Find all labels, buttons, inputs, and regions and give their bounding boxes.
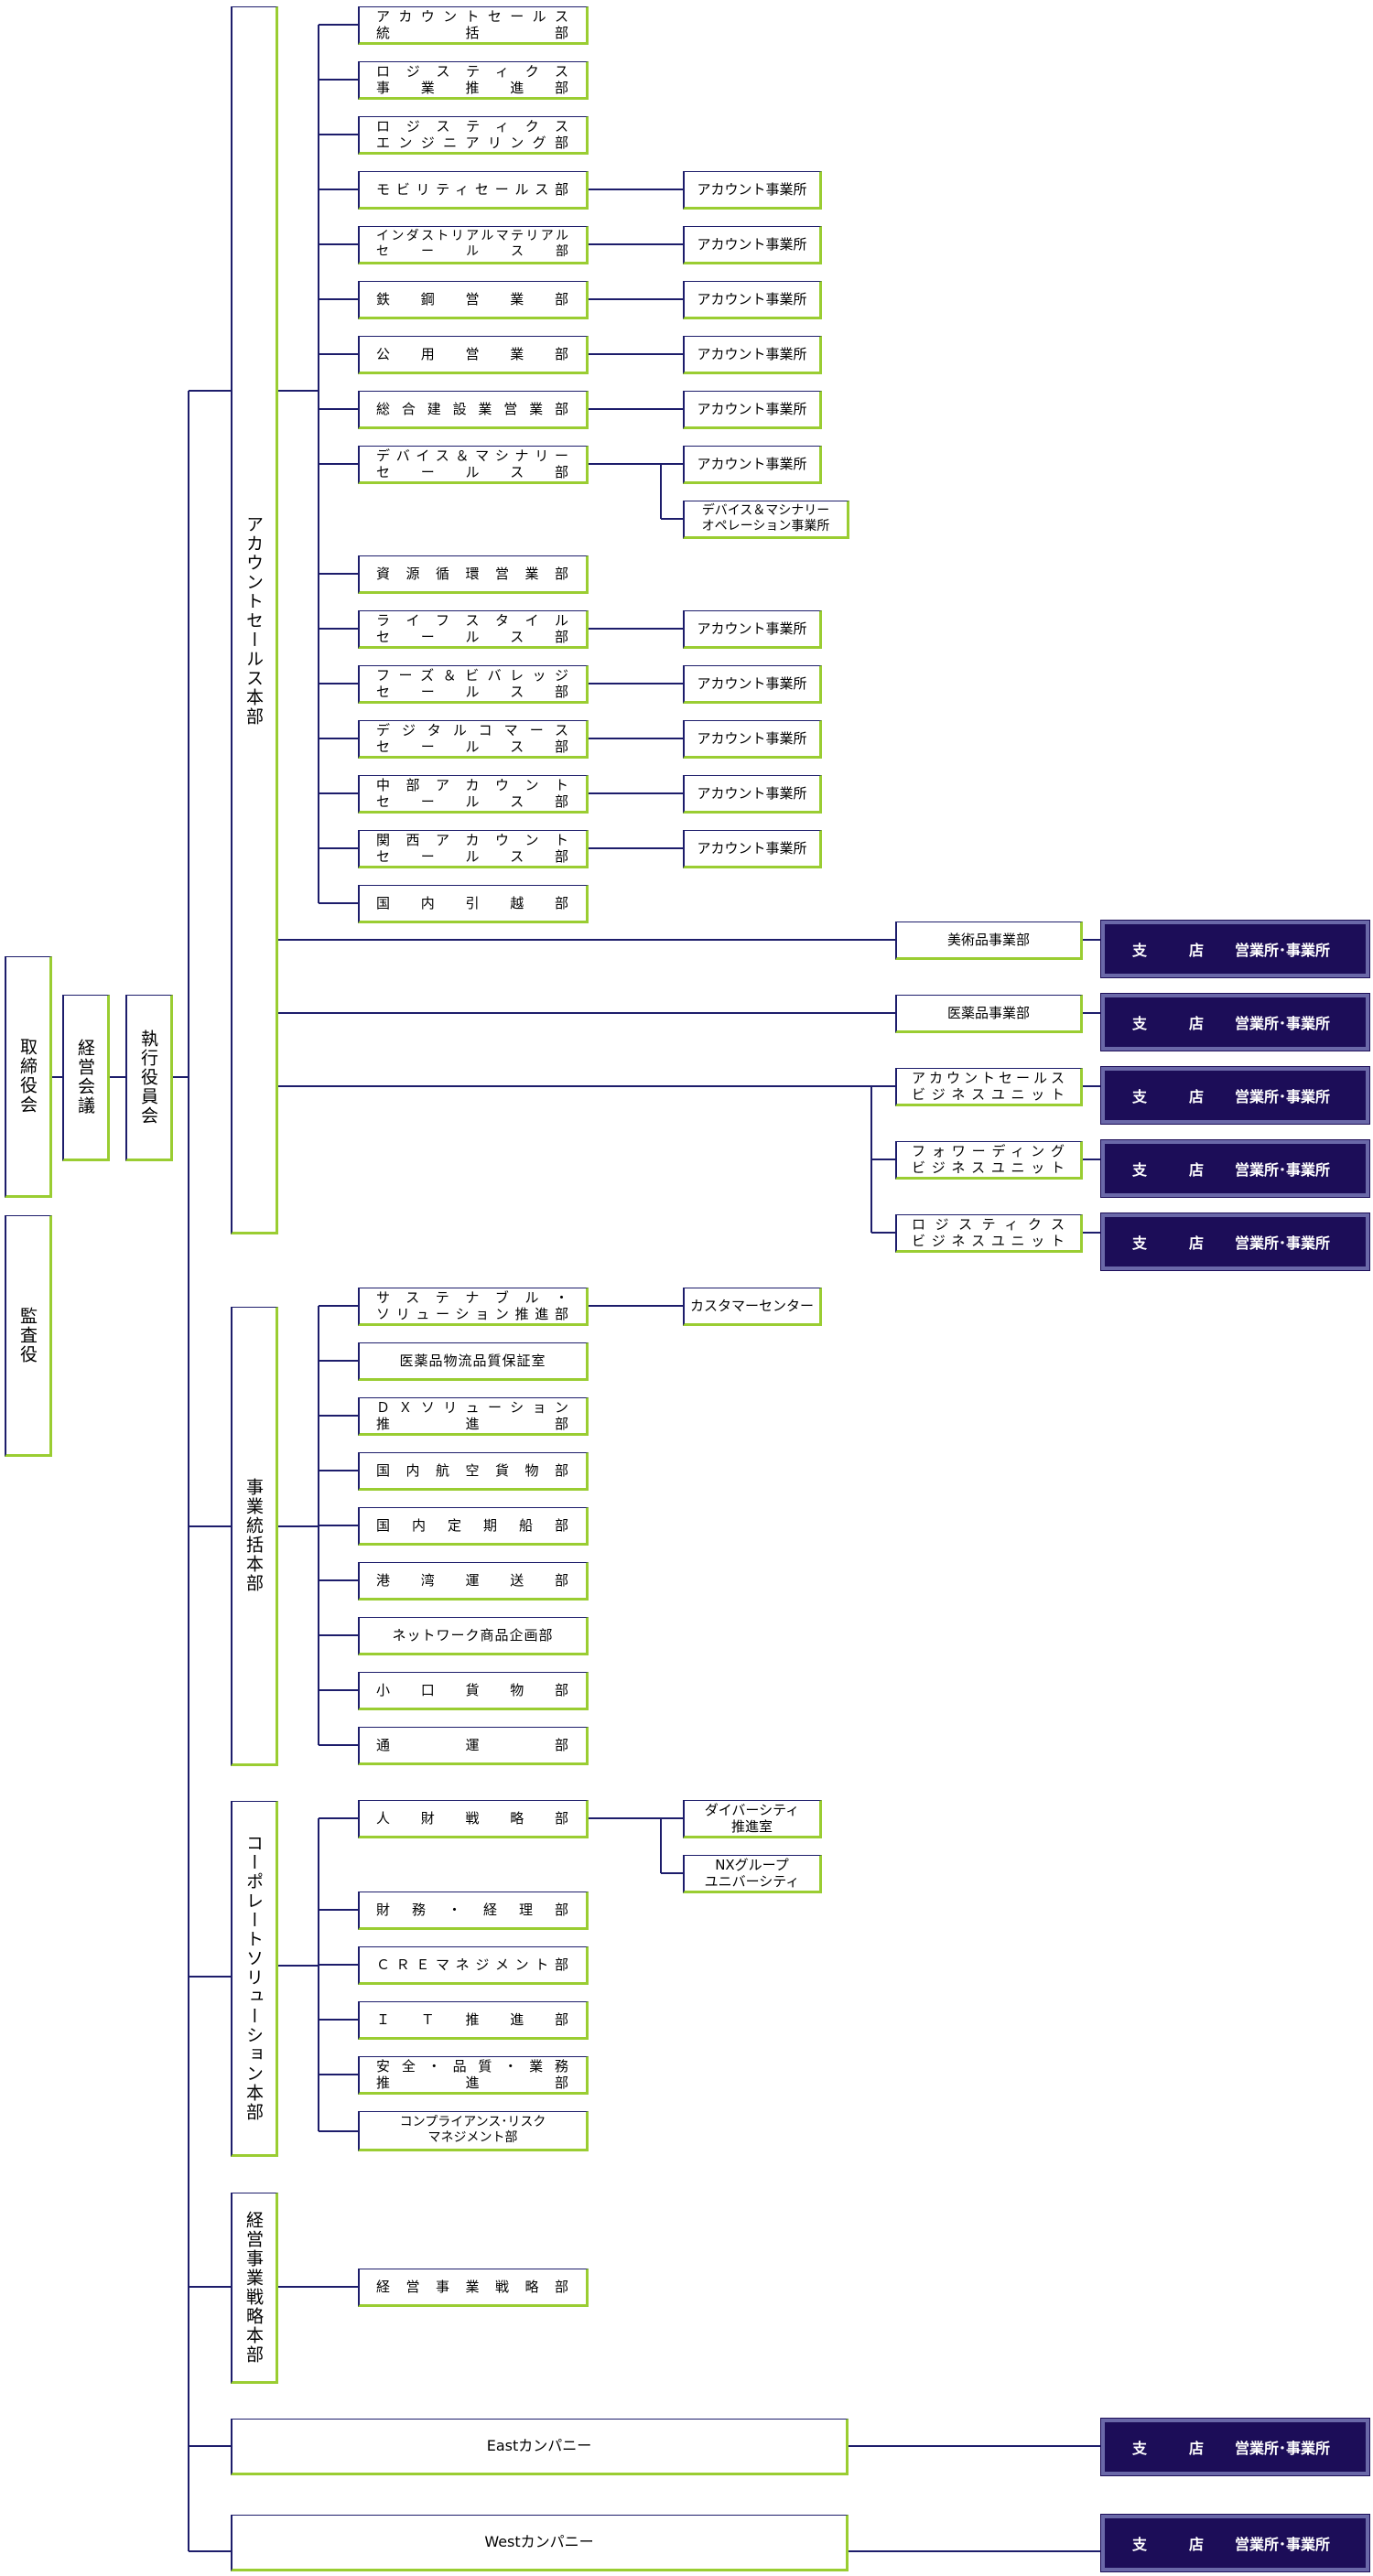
dept-network-product-planning: ネットワーク商品企画部 <box>358 1617 589 1655</box>
west-company-box: Westカンパニー <box>231 2515 849 2571</box>
logistics-business-unit: ロジスティクスビジネスユニット <box>895 1214 1083 1253</box>
account-office-mobility: アカウント事業所 <box>683 171 822 210</box>
dept-small-parcel: 小口貨物部 <box>358 1672 589 1710</box>
dept-compliance-risk: コンプライアンス･リスクマネジメント部 <box>358 2111 589 2151</box>
dept-logistics-promotion: ロジスティクス事業推進部 <box>358 61 589 100</box>
business-control-hq-box: 事業統括本部 <box>231 1307 278 1766</box>
dept-mobility-sales: モビリティセールス部 <box>358 171 589 210</box>
account-office-chubu: アカウント事業所 <box>683 775 822 814</box>
fine-art-division: 美術品事業部 <box>895 922 1083 960</box>
branch-box-forwarding-bu: 支店営業所･事業所 <box>1101 1140 1369 1197</box>
corporate-solution-hq-box: コーポレートソリューション本部 <box>231 1801 278 2157</box>
executive-committee-box: 執行役員会 <box>125 995 173 1161</box>
account-office-public: アカウント事業所 <box>683 336 822 374</box>
account-office-industrial: アカウント事業所 <box>683 226 822 264</box>
account-office-food: アカウント事業所 <box>683 665 822 704</box>
branch-box-west: 支店営業所･事業所 <box>1101 2515 1369 2571</box>
dept-digital-commerce-sales: デジタルコマースセールス部 <box>358 720 589 759</box>
branch-box-account-sales-bu: 支店営業所･事業所 <box>1101 1067 1369 1124</box>
account-sales-business-unit: アカウントセールスビジネスユニット <box>895 1068 1083 1106</box>
pharma-division: 医薬品事業部 <box>895 995 1083 1033</box>
account-office-steel: アカウント事業所 <box>683 281 822 319</box>
dept-human-capital-strategy: 人財戦略部 <box>358 1800 589 1838</box>
dept-safety-quality: 安全・品質・業務推 進 部 <box>358 2056 589 2095</box>
dept-resource-recycling: 資源循環営業部 <box>358 555 589 594</box>
east-company-box: Eastカンパニー <box>231 2419 849 2475</box>
account-office-lifestyle: アカウント事業所 <box>683 610 822 649</box>
dept-pharma-quality: 医薬品物流品質保証室 <box>358 1342 589 1381</box>
dept-domestic-air-cargo: 国内航空貨物部 <box>358 1452 589 1491</box>
dept-sustainable-solution: サステナブル・ソリューション推進部 <box>358 1288 589 1326</box>
dept-port-transport: 港湾運送部 <box>358 1562 589 1601</box>
dept-cre-management: ＣＲＥマネジメント部 <box>358 1946 589 1985</box>
board-box: 取締役会 <box>5 956 52 1198</box>
dept-domestic-moving: 国内引越部 <box>358 885 589 923</box>
dept-account-sales-control: アカウントセールス統 括 部 <box>358 6 589 45</box>
account-office-kansai: アカウント事業所 <box>683 830 822 868</box>
dept-dx-solution: ＤＸソリューション推 進 部 <box>358 1397 589 1436</box>
dept-construction-sales: 総合建設業営業部 <box>358 391 589 429</box>
management-meeting-box: 経営会議 <box>62 995 110 1161</box>
branch-box-fine-art: 支店営業所･事業所 <box>1101 921 1369 977</box>
dept-it-promotion: ＩＴ推進部 <box>358 2001 589 2040</box>
audit-box: 監査役 <box>5 1215 52 1457</box>
forwarding-business-unit: フォワーディングビジネスユニット <box>895 1141 1083 1180</box>
dept-business-strategy: 経営事業戦略部 <box>358 2269 589 2307</box>
dept-public-sales: 公用営業部 <box>358 336 589 374</box>
dept-finance-accounting: 財務・経理部 <box>358 1892 589 1930</box>
dept-logistics-engineering: ロジスティクスエンジニアリング部 <box>358 116 589 155</box>
nx-group-university: NXグループユニバーシティ <box>683 1855 822 1893</box>
branch-box-pharma: 支店営業所･事業所 <box>1101 994 1369 1051</box>
dept-industrial-material-sales: インダストリアルマテリアルセールス部 <box>358 226 589 264</box>
dept-chubu-account-sales: 中部アカウントセールス部 <box>358 775 589 814</box>
dept-domestic-liner: 国内定期船部 <box>358 1507 589 1546</box>
dept-steel-sales: 鉄鋼営業部 <box>358 281 589 319</box>
dept-rail-transport: 通運部 <box>358 1727 589 1765</box>
dept-device-machinery-sales: デバイス＆マシナリーセールス部 <box>358 446 589 484</box>
dept-food-beverage-sales: フーズ＆ビバレッジセールス部 <box>358 665 589 704</box>
business-strategy-hq-box: 経営事業戦略本部 <box>231 2193 278 2384</box>
customer-center: カスタマーセンター <box>683 1288 822 1326</box>
branch-box-east: 支店営業所･事業所 <box>1101 2419 1369 2475</box>
diversity-office: ダイバーシティ推進室 <box>683 1800 822 1838</box>
branch-box-logistics-bu: 支店営業所･事業所 <box>1101 1213 1369 1270</box>
account-office-construction: アカウント事業所 <box>683 391 822 429</box>
device-machinery-operation-office: デバイス＆マシナリーオペレーション事業所 <box>683 501 849 539</box>
account-office-digital: アカウント事業所 <box>683 720 822 759</box>
account-office-device: アカウント事業所 <box>683 446 822 484</box>
account-sales-hq-box: アカウントセールス本部 <box>231 6 278 1234</box>
dept-lifestyle-sales: ライフスタイルセールス部 <box>358 610 589 649</box>
dept-kansai-account-sales: 関西アカウントセールス部 <box>358 830 589 868</box>
